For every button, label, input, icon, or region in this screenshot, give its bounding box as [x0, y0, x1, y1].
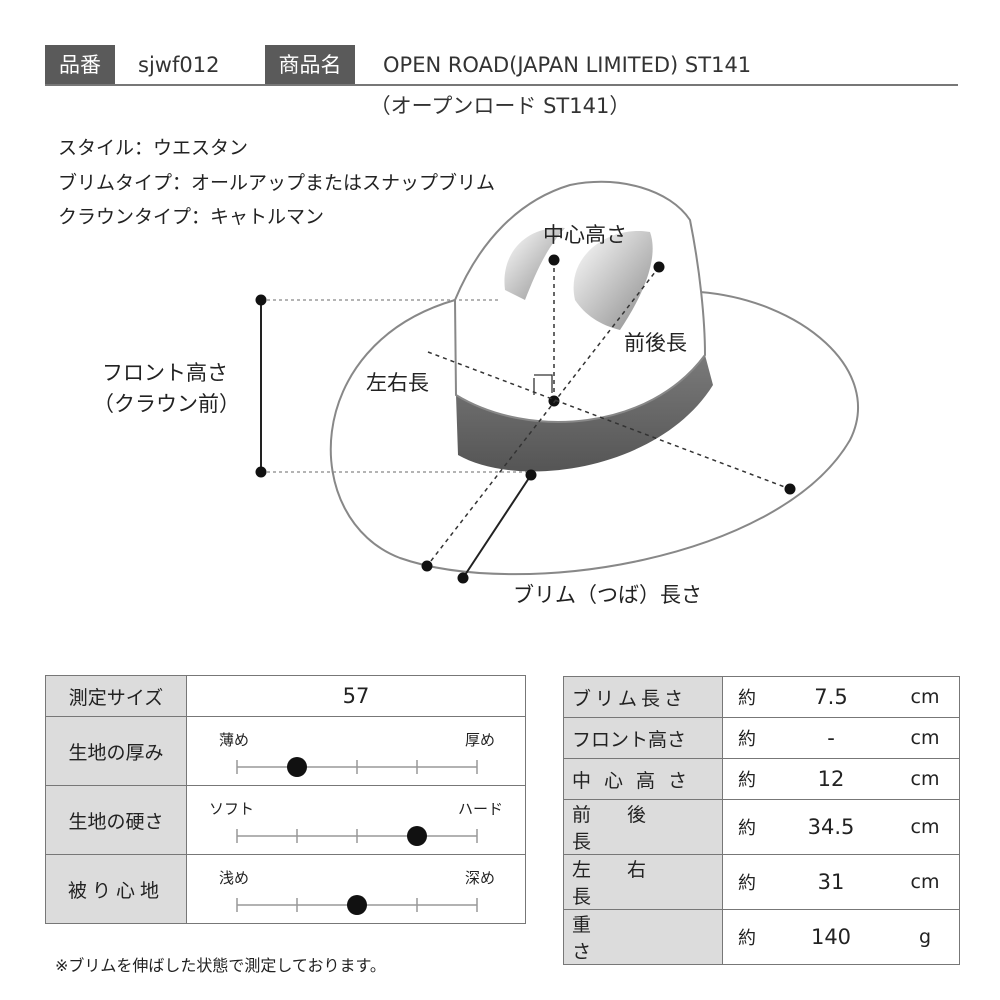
spec-style: スタイル：ウエスタン [58, 137, 249, 159]
label-front-back: 前後長 [624, 331, 687, 355]
row-lr-label: 左右長 [563, 854, 723, 910]
brim-inner-dot [525, 469, 537, 481]
row-weight-approx: 約 [722, 909, 771, 965]
front-bottom-dot [255, 466, 267, 478]
size-value: 57 [186, 675, 526, 717]
scale-marker [287, 757, 307, 777]
measurement-note: ※ブリムを伸ばした状態で測定しております。 [55, 956, 386, 975]
row-weight-value: 140 [771, 909, 891, 965]
row-weight-label: 重さ [563, 909, 723, 965]
row-brim-label: ブリム長さ [563, 676, 723, 718]
label-left-right: 左右長 [366, 371, 429, 395]
thickness-scale: 薄め 厚め [186, 716, 526, 786]
thickness-right: 厚め [464, 731, 495, 749]
center-top-dot [548, 254, 560, 266]
label-center-height: 中心高さ [543, 223, 627, 247]
spec-brim-type: ブリムタイプ：オールアップまたはスナップブリム [58, 172, 496, 194]
row-brim-unit: cm [891, 676, 960, 718]
row-front-unit: cm [891, 717, 960, 759]
row-front-label: フロント高さ [563, 717, 723, 759]
product-subtitle: （オープンロード ST141） [369, 94, 631, 118]
fit-scale: 浅め 深め [186, 854, 526, 924]
product-name-label: 商品名 [265, 45, 355, 85]
label-front-height: フロント高さ [102, 361, 228, 385]
fit-right: 深め [464, 869, 495, 887]
row-lr-approx: 約 [722, 854, 771, 910]
hardness-right: ハード [457, 800, 503, 818]
row-front-approx: 約 [722, 717, 771, 759]
size-label: 測定サイズ [45, 675, 187, 717]
spec-crown-type: クラウンタイプ：キャトルマン [58, 206, 325, 228]
row-center-label: 中心高さ [563, 758, 723, 800]
brim-outer-dot [457, 572, 469, 584]
label-front-height-sub: （クラウン前） [93, 392, 240, 416]
thickness-left: 薄め [219, 731, 250, 749]
scale-marker [347, 895, 367, 915]
hardness-label: 生地の硬さ [45, 785, 187, 855]
fit-label: 被り心地 [45, 854, 187, 924]
row-center-approx: 約 [722, 758, 771, 800]
row-weight-unit: g [891, 909, 960, 965]
hardness-scale: ソフト ハード [186, 785, 526, 855]
row-brim-approx: 約 [722, 676, 771, 718]
row-center-unit: cm [891, 758, 960, 800]
row-brim-value: 7.5 [771, 676, 891, 718]
row-lr-unit: cm [891, 854, 960, 910]
scale-marker [407, 826, 427, 846]
row-center-value: 12 [771, 758, 891, 800]
row-fb-approx: 約 [722, 799, 771, 855]
product-code-label: 品番 [45, 45, 115, 85]
row-fb-unit: cm [891, 799, 960, 855]
left-right-dot [784, 483, 796, 495]
front-back-end-dot [421, 560, 433, 572]
hat-diagram [255, 181, 859, 584]
fit-left: 浅め [219, 869, 250, 887]
row-fb-value: 34.5 [771, 799, 891, 855]
hardness-left: ソフト [209, 800, 255, 818]
fabric-table: 測定サイズ 57 生地の厚み 薄め 厚め 生地の硬さ ソフト ハード 被り心地 … [45, 675, 526, 924]
header-divider [45, 84, 958, 86]
front-top-dot [255, 294, 267, 306]
crown-dent-right [573, 230, 653, 330]
row-front-value: - [771, 717, 891, 759]
measurement-table: ブリム長さ 約 7.5 cm フロント高さ 約 - cm 中心高さ 約 12 c… [563, 676, 960, 965]
hat-band [456, 355, 713, 472]
label-brim-length: ブリム（つば）長さ [513, 583, 702, 607]
thickness-label: 生地の厚み [45, 716, 187, 786]
product-code: sjwf012 [138, 53, 220, 77]
front-back-dot [653, 261, 665, 273]
crown-dent-left [504, 227, 565, 300]
product-name: OPEN ROAD(JAPAN LIMITED) ST141 [383, 53, 752, 77]
row-lr-value: 31 [771, 854, 891, 910]
row-fb-label: 前後長 [563, 799, 723, 855]
